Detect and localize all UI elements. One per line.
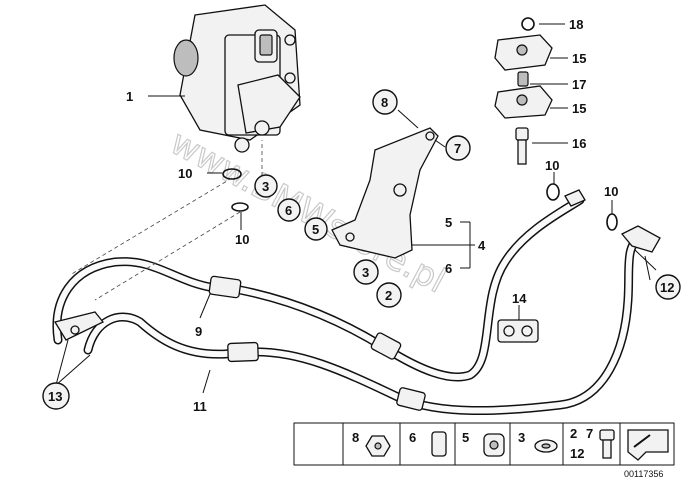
callout-8: 8 — [381, 95, 388, 110]
callout-15: 15 — [572, 101, 586, 116]
callout-10: 10 — [545, 158, 559, 173]
callout-4: 4 — [478, 238, 486, 253]
callout-1: 1 — [126, 89, 133, 104]
seal-ring-icon — [606, 213, 618, 231]
legend-label-12: 12 — [570, 446, 584, 461]
legend-label-5: 5 — [462, 430, 469, 445]
callouts: 1 10 3 6 5 10 8 7 5 4 6 3 2 18 15 17 15 … — [42, 17, 681, 414]
oil-pipes — [52, 189, 661, 416]
seal-ring-icon — [546, 183, 560, 201]
callout-7: 7 — [454, 141, 461, 156]
callout-9: 9 — [195, 324, 202, 339]
sleeve-icon — [431, 431, 447, 457]
callout-10: 10 — [235, 232, 249, 247]
legend-label-8: 8 — [352, 430, 359, 445]
callout-3: 3 — [262, 179, 269, 194]
callout-5: 5 — [445, 215, 452, 230]
seal-ring-icon — [231, 202, 249, 212]
callout-16: 16 — [572, 136, 586, 151]
legend-label-3: 3 — [518, 430, 525, 445]
leader-lines — [55, 23, 657, 394]
callout-5: 5 — [312, 222, 319, 237]
seal-ring-icon — [222, 168, 242, 180]
callout-6: 6 — [445, 261, 452, 276]
callout-3: 3 — [362, 265, 369, 280]
bracket — [331, 127, 439, 259]
parts-legend: 8 6 5 3 2 7 12 — [293, 422, 675, 466]
callout-12: 12 — [660, 280, 674, 295]
legend-label-2: 2 — [570, 426, 577, 441]
diagram-id: 00117356 — [624, 469, 663, 479]
callout-11: 11 — [193, 399, 207, 414]
callout-2: 2 — [385, 288, 392, 303]
oil-cooler — [173, 4, 301, 153]
callout-6: 6 — [285, 203, 292, 218]
callout-13: 13 — [48, 389, 62, 404]
callout-15: 15 — [572, 51, 586, 66]
callout-17: 17 — [572, 77, 586, 92]
callout-10: 10 — [604, 184, 618, 199]
legend-label-7: 7 — [586, 426, 593, 441]
arrow-icon — [627, 429, 669, 461]
bolt-icon — [599, 429, 615, 441]
callout-10: 10 — [178, 166, 192, 181]
callout-14: 14 — [512, 291, 527, 306]
callout-18: 18 — [569, 17, 583, 32]
fasteners — [494, 17, 553, 165]
legend-label-6: 6 — [409, 430, 416, 445]
